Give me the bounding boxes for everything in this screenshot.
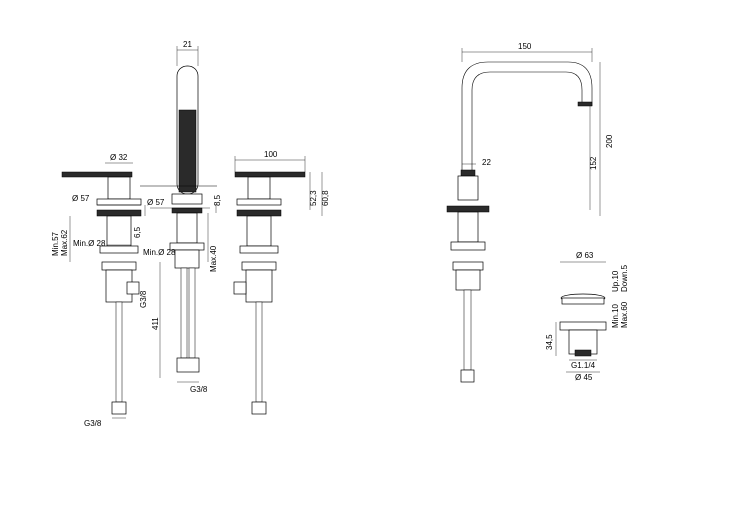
side-spout-collar	[460, 169, 476, 177]
dim-max62: Max.62	[60, 229, 69, 256]
dim-min57: Min.57	[51, 231, 60, 256]
right-handle-unit	[233, 171, 306, 415]
dim-45: Ø 45	[575, 373, 593, 382]
left-side-port	[126, 281, 140, 295]
left-nut	[99, 245, 139, 254]
dim-411: 411	[151, 317, 160, 330]
side-spout-outer	[461, 61, 593, 170]
right-flange	[236, 198, 282, 206]
dim-200: 200	[605, 134, 614, 148]
dim-57-center: Ø 57	[147, 198, 165, 207]
side-base-plate	[446, 205, 490, 213]
dim-up10: Up.10	[611, 270, 620, 292]
dim-60-8: 60,8	[321, 190, 330, 206]
dim-g38-vertical: G3/8	[139, 290, 148, 308]
drain-outlet	[574, 349, 592, 357]
side-hose	[463, 289, 472, 371]
dim-57-left: Ø 57	[72, 194, 90, 203]
right-shank	[246, 215, 272, 247]
dim-6-5: 6,5	[133, 226, 142, 238]
side-hose-nut	[460, 369, 475, 383]
left-lock-nut	[101, 261, 137, 271]
right-lever	[234, 171, 306, 178]
dim-max40: Max.40	[209, 245, 218, 272]
dim-22: 22	[482, 158, 491, 167]
dim-52-3: 52,3	[309, 190, 318, 206]
dim-34-5: 34,5	[545, 334, 554, 350]
dim-g38-left: G3/8	[84, 419, 102, 428]
left-handle-unit	[61, 171, 142, 415]
left-hose-nut	[111, 401, 127, 415]
dim-down5: Down.5	[620, 264, 629, 292]
dim-mind28-left: Min.Ø 28	[73, 239, 106, 248]
side-view-unit	[446, 61, 593, 383]
left-shank	[106, 215, 132, 247]
dim-g1-1-4: G1.1/4	[571, 361, 596, 370]
dim-152: 152	[589, 156, 598, 170]
right-lock-nut	[241, 261, 277, 271]
spout-unit	[140, 65, 217, 373]
drain-cap-ring	[561, 297, 605, 305]
dim-8-5: 8,5	[213, 194, 222, 206]
dim-min10: Min.10	[611, 303, 620, 328]
drain-flange	[559, 321, 607, 331]
side-lock-nut	[452, 261, 484, 271]
spout-knurl	[178, 109, 197, 193]
right-base-plate	[236, 209, 282, 217]
side-shank	[457, 211, 479, 243]
dim-32: Ø 32	[110, 153, 128, 162]
left-supply-hose	[115, 301, 123, 403]
right-handle-body	[247, 176, 271, 200]
spout-connector	[174, 249, 200, 269]
dim-100: 100	[264, 150, 278, 159]
side-spout-outlet	[577, 101, 593, 107]
drain-unit	[559, 293, 607, 357]
spout-hose-2	[188, 267, 196, 359]
right-valve-body	[245, 269, 273, 303]
left-flange	[96, 198, 142, 206]
spout-base	[171, 193, 203, 205]
right-nut	[239, 245, 279, 254]
dimensions: 21 Ø 32 Ø 57 Ø 57 100 6,5 8,5 52,3 60,8 …	[51, 40, 629, 428]
dim-21: 21	[183, 40, 192, 49]
right-supply-hose	[255, 301, 263, 403]
side-connector	[455, 269, 481, 291]
dim-63: Ø 63	[576, 251, 594, 260]
spout-shank	[176, 212, 198, 244]
side-nut	[450, 241, 486, 251]
left-handle-body	[107, 176, 131, 200]
right-hose-nut	[251, 401, 267, 415]
spout-hose-1	[180, 267, 188, 359]
dim-150: 150	[518, 42, 532, 51]
side-spout-inner	[471, 71, 583, 170]
side-spout-base	[457, 175, 479, 201]
dim-max60: Max.60	[620, 301, 629, 328]
dim-mind28-center: Min.Ø 28	[143, 248, 176, 257]
spout-base-plate	[171, 207, 203, 214]
right-side-port	[233, 281, 247, 295]
left-base-plate	[96, 209, 142, 217]
dim-g38-center: G3/8	[190, 385, 208, 394]
spout-hose-nut	[176, 357, 200, 373]
left-lever	[61, 171, 133, 178]
